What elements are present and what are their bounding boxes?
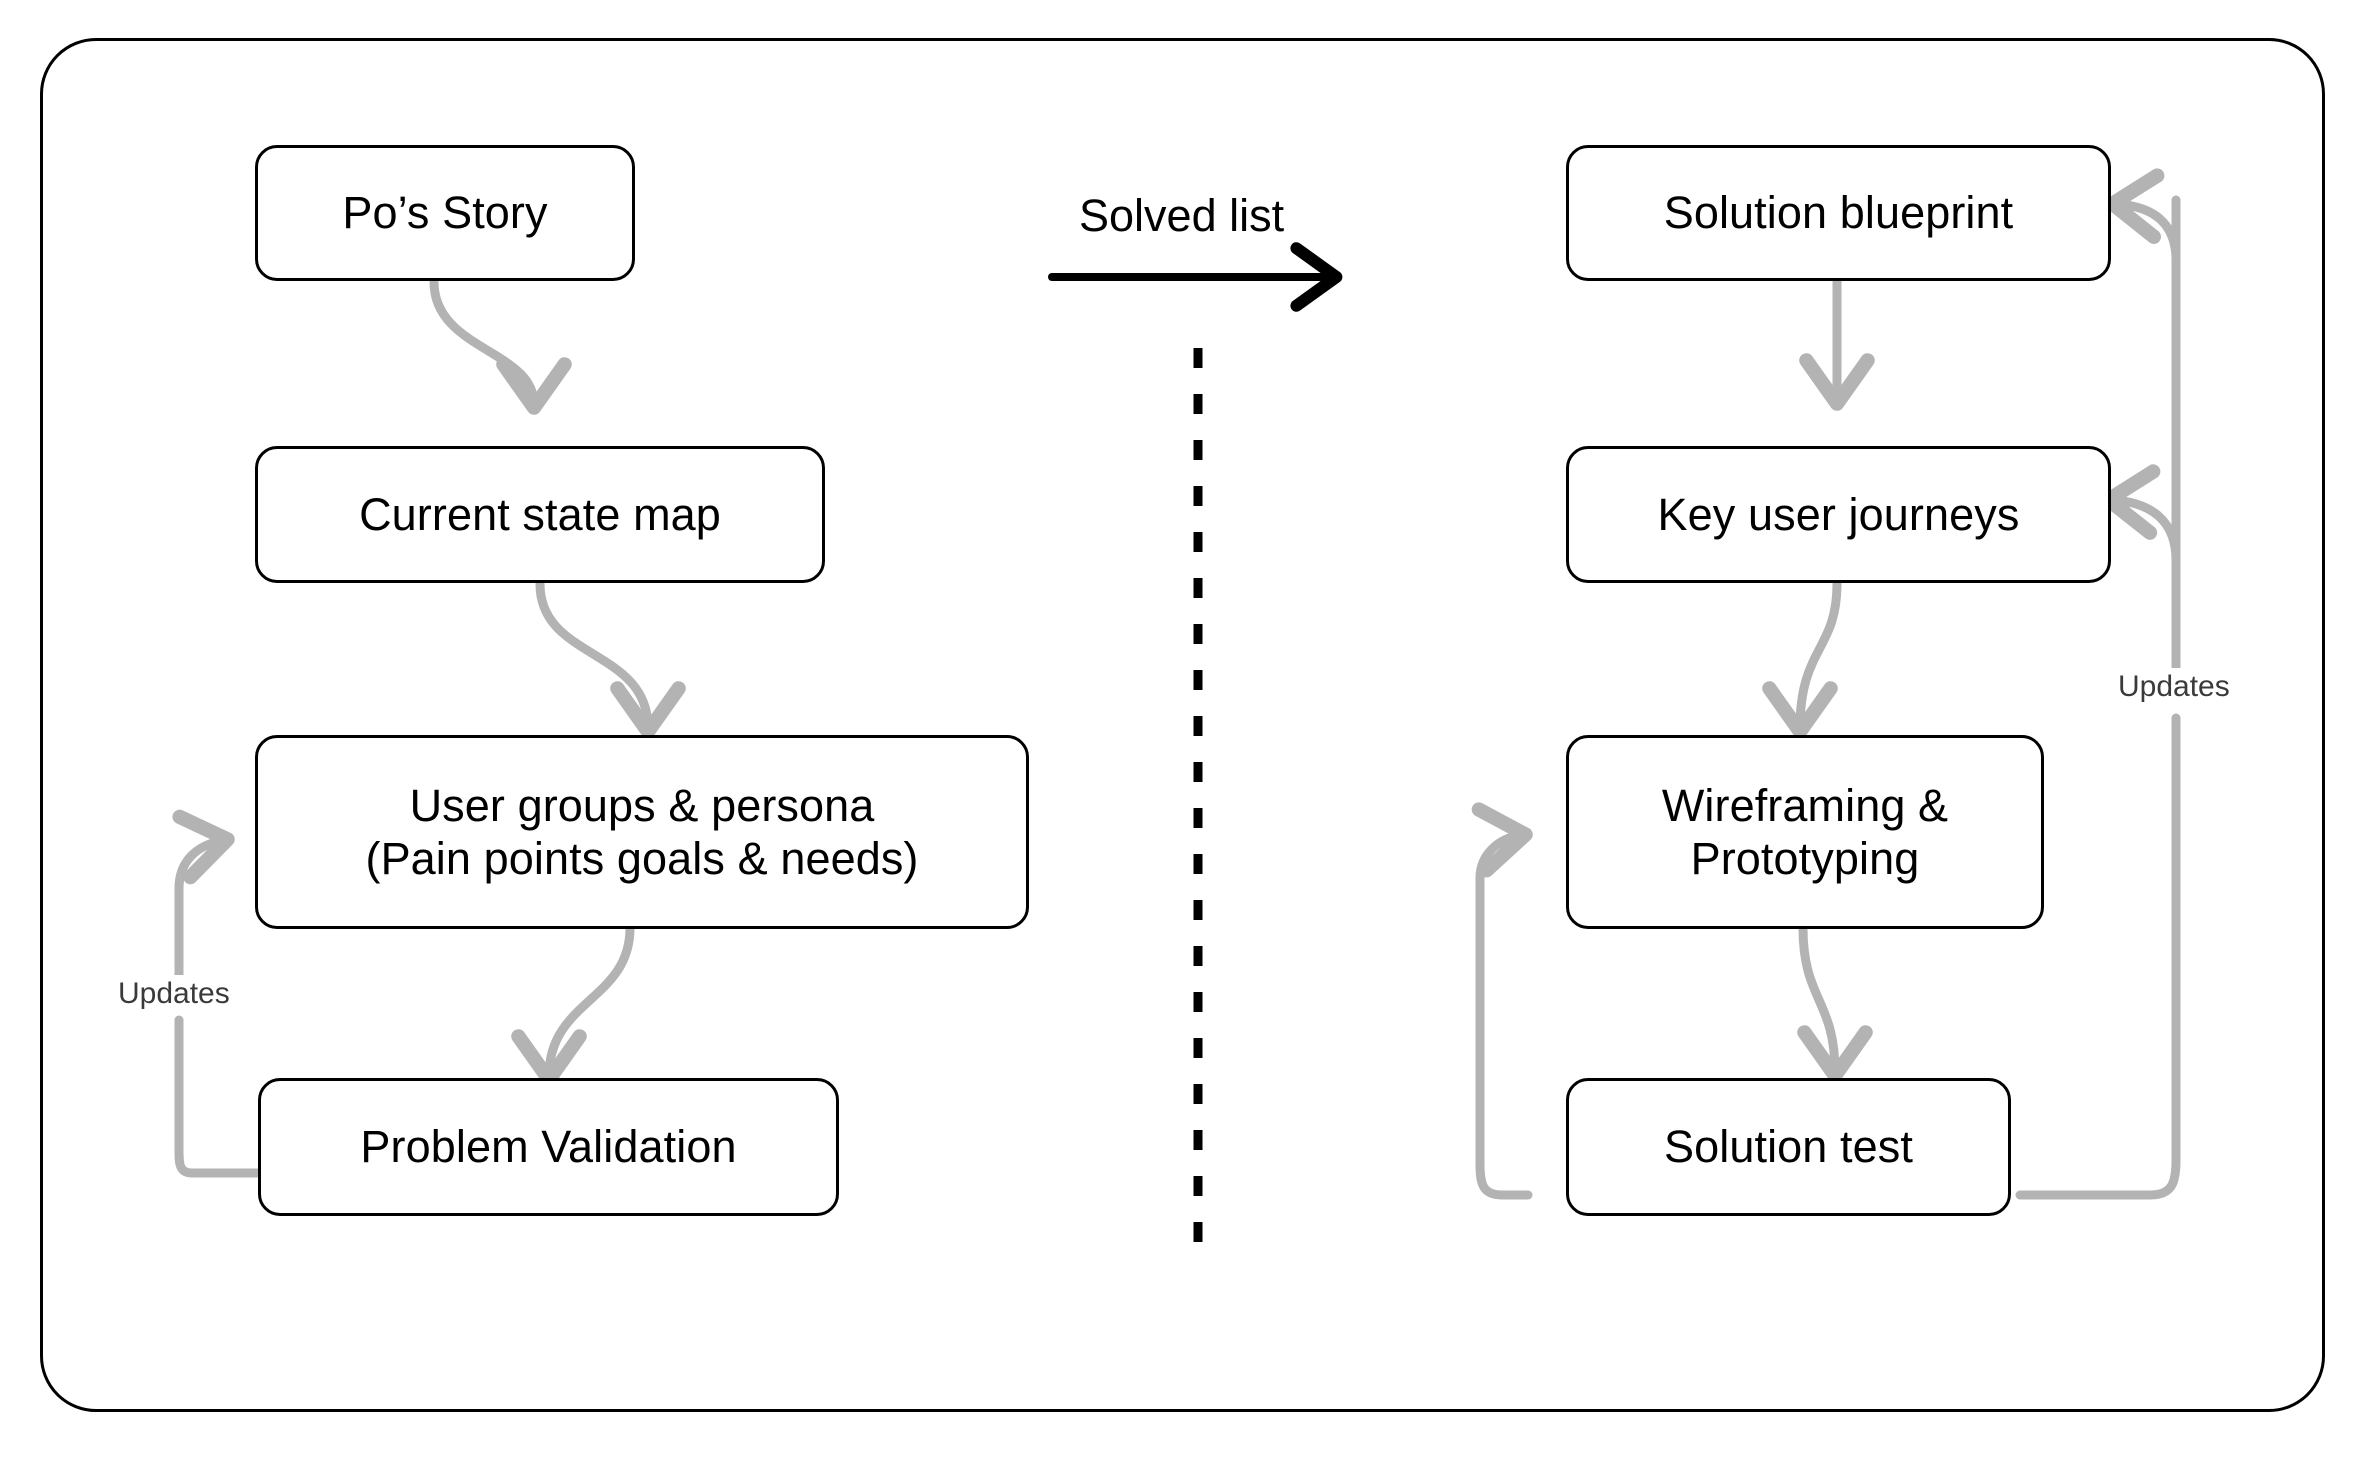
node-user-groups-persona[interactable]: User groups & persona (Pain points goals… (255, 735, 1029, 929)
edge-key-user-journeys-to-wireframing (1762, 579, 1842, 739)
solved-list-label: Solved list (1079, 190, 1285, 241)
node-wireframing-prototyping[interactable]: Wireframing & Prototyping (1566, 735, 2044, 929)
edge-solution-test-to-wireframing-loop (1471, 802, 1533, 1200)
node-problem-validation[interactable]: Problem Validation (258, 1078, 839, 1216)
node-current-state-map[interactable]: Current state map (255, 446, 825, 583)
edge-problem-validation-updates-loop-lower (174, 1015, 262, 1178)
edge-problem-validation-updates-loop-upper (172, 809, 235, 1010)
edge-pos-story-to-current-state-map (429, 277, 572, 415)
node-pos-story[interactable]: Po’s Story (255, 145, 635, 281)
edge-solution-test-updates-trunk-lower (2015, 713, 2181, 1200)
left-updates-label: Updates (112, 975, 236, 1013)
node-solution-test[interactable]: Solution test (1566, 1078, 2011, 1216)
right-updates-label: Updates (2112, 668, 2236, 706)
node-key-user-journeys[interactable]: Key user journeys (1566, 446, 2111, 583)
edge-user-groups-to-problem-validation (511, 923, 635, 1087)
edge-current-state-map-to-user-groups (535, 579, 686, 739)
edge-updates-branch-to-key-user-journeys (2101, 464, 2181, 565)
node-solution-blueprint[interactable]: Solution blueprint (1566, 145, 2111, 281)
edge-wireframing-to-solution-test (1797, 923, 1873, 1083)
diagram-frame (40, 38, 2325, 1412)
edge-updates-branch-to-solution-blueprint (2105, 168, 2181, 265)
